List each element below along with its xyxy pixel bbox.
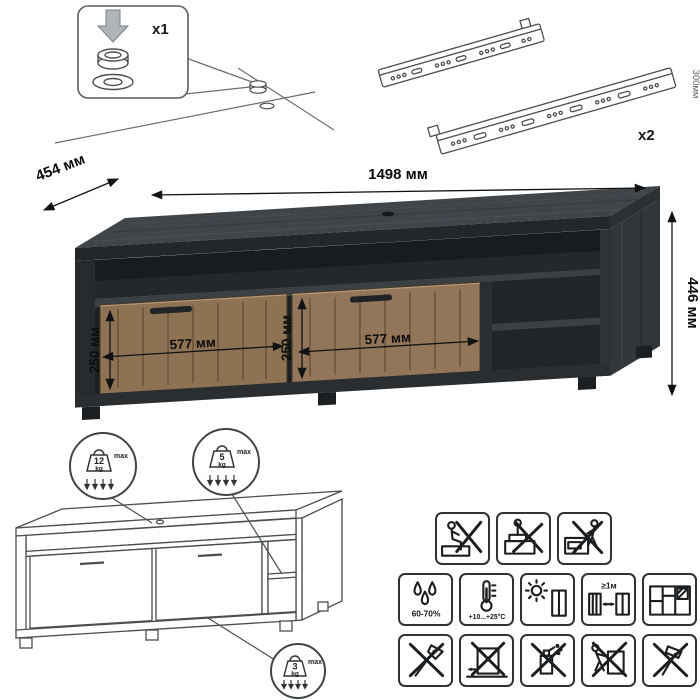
drawer1-width-label: 577 мм — [169, 335, 216, 353]
humidity-label: 60-70% — [411, 608, 440, 618]
drawer2-height-label: 250 мм — [279, 315, 294, 361]
outline-cabinet — [15, 490, 343, 649]
cable-hole — [382, 211, 394, 217]
no-sharp-tools-icon — [398, 634, 453, 687]
load-limit-top-callout: 12 kg max — [69, 432, 137, 500]
depth-dim-label: 454 мм — [33, 151, 87, 185]
height-dim-label: 446 мм — [684, 277, 700, 328]
drawer1-width-dim-line — [101, 342, 285, 361]
shelf-load-note: max — [237, 449, 251, 456]
temperature-icon: +10...+25°C — [459, 573, 514, 626]
foot-hardware-callout: x1 — [54, 5, 335, 144]
load-limit-drawer-callout: 3 kg max — [270, 643, 326, 699]
wall-unit-icon — [642, 573, 697, 626]
slide-rail-2 — [426, 67, 677, 155]
no-standing-icon — [496, 512, 551, 565]
depth-dim-line — [42, 178, 120, 211]
care-icon-grid: 60-70% +10...+25°C — [398, 512, 698, 695]
top-load-note: max — [114, 453, 128, 460]
feet — [82, 345, 652, 420]
callout-leaders — [111, 493, 283, 661]
dimension-annotations — [42, 178, 677, 397]
drawer-slides-illustration: x2 300мм — [377, 17, 700, 155]
insert-arrow-icon — [96, 9, 130, 43]
no-pushing-loaded-icon — [581, 634, 636, 687]
open-compartment — [492, 275, 600, 372]
product-drawing: 1498 мм 454 мм 446 мм 250 мм 577 мм 250 … — [33, 151, 700, 420]
width-dim-label: 1498 мм — [368, 166, 428, 183]
shelf-load-unit: kg — [218, 462, 226, 469]
foot-glide-icon — [92, 48, 134, 91]
top-load-unit: kg — [95, 466, 103, 473]
slide-rail-1 — [377, 17, 545, 88]
top-load-value: 12 — [94, 456, 104, 466]
drawer-1-handle — [150, 305, 192, 315]
no-solvents-icon — [520, 634, 575, 687]
heat-distance-icon: ≥1м — [581, 573, 636, 626]
humidity-icon: 60-70% — [398, 573, 453, 626]
drawer1-height-label: 250 мм — [87, 327, 102, 373]
load-limit-diagram: 12 kg max 5 kg max — [15, 428, 343, 699]
no-hammering-icon — [642, 634, 697, 687]
drawer2-width-dim-line — [297, 337, 480, 356]
width-dim-line — [150, 183, 647, 200]
drawer2-width-label: 577 мм — [364, 330, 411, 348]
slides-qty-label: x2 — [638, 127, 655, 144]
no-sitting-icon — [435, 512, 490, 565]
drawer-load-unit: kg — [291, 671, 299, 678]
foot-qty-label: x1 — [152, 21, 169, 38]
drawer-2-handle — [350, 294, 392, 303]
drawer-load-note: max — [308, 659, 322, 666]
no-climbing-icon — [557, 512, 612, 565]
avoid-sunlight-icon — [520, 573, 575, 626]
tv-stand — [75, 186, 660, 420]
shelf-load-value: 5 — [219, 452, 224, 462]
no-dragging-icon — [459, 634, 514, 687]
temperature-label: +10...+25°C — [468, 612, 505, 620]
slides-length-label: 300мм — [690, 70, 700, 99]
small-foot-on-panel — [249, 80, 275, 110]
load-limit-shelf-callout: 5 kg max — [192, 428, 260, 496]
heat-distance-label: ≥1м — [601, 580, 616, 590]
drawer-load-value: 3 — [292, 662, 297, 672]
